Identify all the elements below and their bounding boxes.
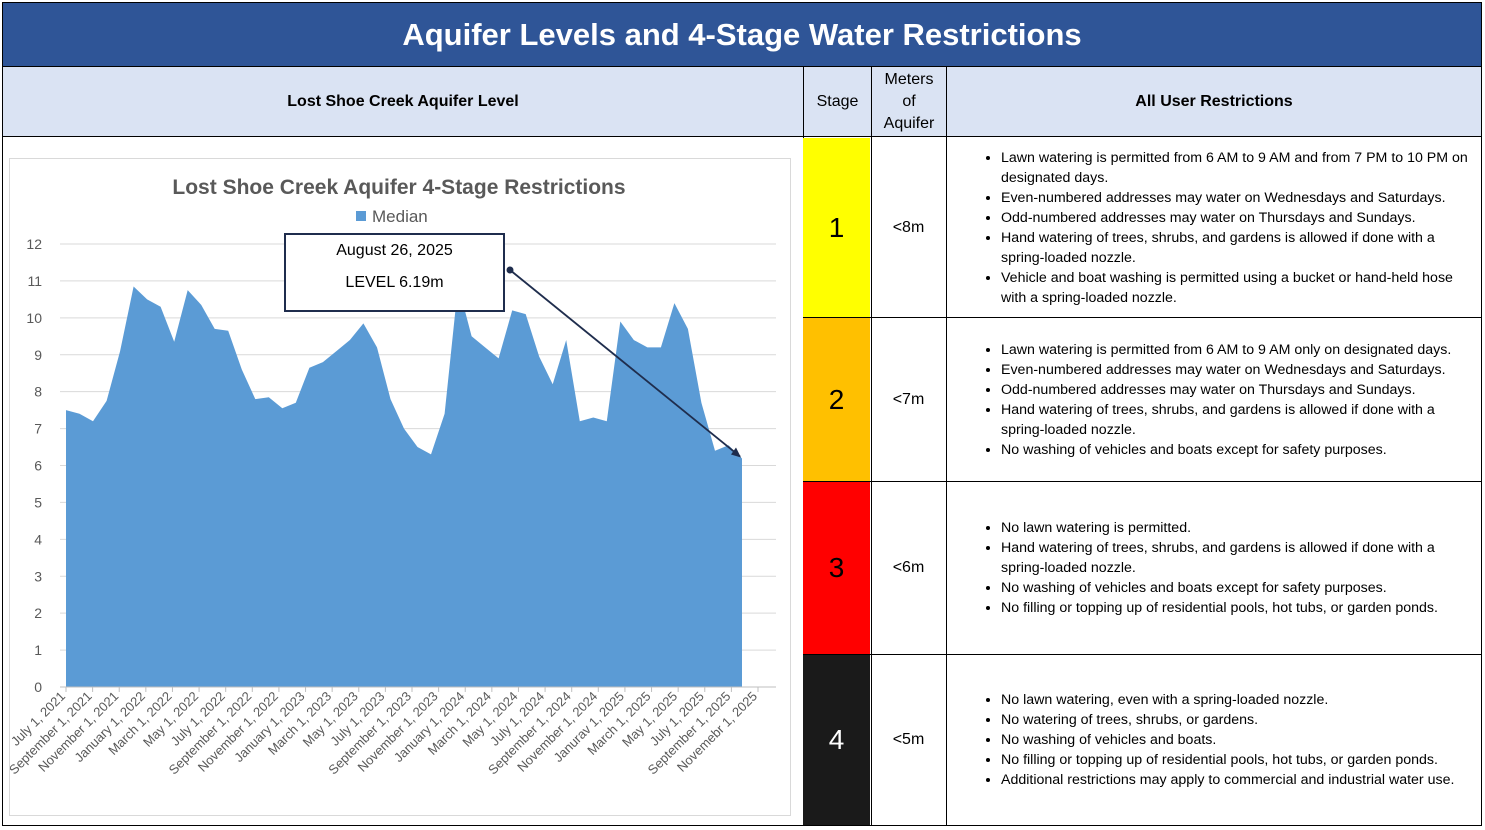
y-tick-label: 4 <box>34 531 42 547</box>
restriction-item: No lawn watering, even with a spring-loa… <box>1001 690 1454 710</box>
header-restrictions: All User Restrictions <box>947 66 1481 137</box>
callout-arrow <box>509 269 741 458</box>
restriction-item: Lawn watering is permitted from 6 AM to … <box>1001 340 1475 360</box>
y-tick-label: 6 <box>34 458 42 474</box>
restriction-item: No washing of vehicles and boats except … <box>1001 440 1475 460</box>
header-meters: Meters of Aquifer <box>872 66 946 137</box>
stage-meters: <7m <box>892 390 925 408</box>
callout-level: LEVEL 6.19m <box>345 274 444 291</box>
arrow-head <box>731 447 741 458</box>
y-tick-label: 3 <box>34 568 42 584</box>
restrictions-cell: No lawn watering is permitted.Hand water… <box>947 482 1481 654</box>
stage-meters: <8m <box>892 218 925 236</box>
y-tick-label: 1 <box>34 642 42 658</box>
restrictions-cell: No lawn watering, even with a spring-loa… <box>947 655 1481 825</box>
legend-label: Median <box>372 207 428 226</box>
callout-date: August 26, 2025 <box>336 242 453 259</box>
chart-title: Lost Shoe Creek Aquifer 4-Stage Restrict… <box>172 176 625 199</box>
aquifer-chart: Lost Shoe Creek Aquifer 4-Stage Restrict… <box>6 176 776 777</box>
restriction-item: Additional restrictions may apply to com… <box>1001 770 1454 790</box>
restriction-item: Hand watering of trees, shrubs, and gard… <box>1001 400 1475 440</box>
restriction-item: No lawn watering is permitted. <box>1001 518 1475 538</box>
stage-meters: <5m <box>892 731 925 748</box>
restriction-item: Even-numbered addresses may water on Wed… <box>1001 360 1475 380</box>
header-stage: Stage <box>804 66 871 137</box>
restriction-item: Odd-numbered addresses may water on Thur… <box>1001 380 1475 400</box>
y-tick-label: 2 <box>34 605 42 621</box>
divider <box>871 66 872 826</box>
restriction-item: Hand watering of trees, shrubs, and gard… <box>1001 228 1475 268</box>
header-chart: Lost Shoe Creek Aquifer Level <box>3 66 803 137</box>
y-tick-label: 9 <box>34 347 42 363</box>
y-tick-label: 7 <box>34 421 42 437</box>
stage-meters: <6m <box>892 559 925 576</box>
stage-row: 3 <6m No lawn watering is permitted.Hand w… <box>803 482 1481 655</box>
restriction-item: No filling or topping up of residential … <box>1001 750 1454 770</box>
restriction-item: No washing of vehicles and boats. <box>1001 730 1454 750</box>
restriction-item: Hand watering of trees, shrubs, and gard… <box>1001 538 1475 578</box>
restrictions-list: Lawn watering is permitted from 6 AM to … <box>947 340 1481 460</box>
restriction-item: No watering of trees, shrubs, or gardens… <box>1001 710 1454 730</box>
stage-number: 4 <box>803 655 870 825</box>
stage-row: 2 <7m Lawn watering is permitted from 6 AM… <box>803 318 1481 482</box>
chart-area: Lost Shoe Creek Aquifer 4-Stage Restrict… <box>6 158 791 816</box>
restrictions-list: No lawn watering is permitted.Hand water… <box>947 518 1481 618</box>
restriction-item: Lawn watering is permitted from 6 AM to … <box>1001 148 1475 188</box>
restriction-item: Even-numbered addresses may water on Wed… <box>1001 188 1475 208</box>
restrictions-list: Lawn watering is permitted from 6 AM to … <box>947 148 1481 308</box>
stage-number: 3 <box>803 482 870 654</box>
legend-swatch <box>356 211 366 221</box>
y-tick-label: 10 <box>26 310 42 326</box>
stage-row: 4 <5m No lawn watering, even with a spring… <box>803 655 1481 826</box>
y-tick-label: 5 <box>34 494 42 510</box>
page-title: Aquifer Levels and 4-Stage Water Restric… <box>3 3 1481 66</box>
restriction-item: No filling or topping up of residential … <box>1001 598 1475 618</box>
y-tick-label: 12 <box>26 236 42 252</box>
divider <box>946 66 947 826</box>
median-area <box>66 284 742 687</box>
y-tick-label: 11 <box>27 273 42 289</box>
restriction-item: Odd-numbered addresses may water on Thur… <box>1001 208 1475 228</box>
restriction-item: No washing of vehicles and boats except … <box>1001 578 1475 598</box>
y-tick-label: 0 <box>34 679 42 695</box>
stage-number: 2 <box>803 318 870 481</box>
restrictions-list: No lawn watering, even with a spring-loa… <box>947 690 1460 790</box>
restrictions-cell: Lawn watering is permitted from 6 AM to … <box>947 138 1481 317</box>
stage-row: 1 <8m Lawn watering is permitted from 6 AM… <box>803 138 1481 318</box>
level-callout: August 26, 2025 LEVEL 6.19m <box>284 233 505 312</box>
stage-number: 1 <box>803 138 870 317</box>
y-tick-label: 8 <box>34 384 42 400</box>
restriction-item: Vehicle and boat washing is permitted us… <box>1001 268 1475 308</box>
restrictions-cell: Lawn watering is permitted from 6 AM to … <box>947 318 1481 481</box>
